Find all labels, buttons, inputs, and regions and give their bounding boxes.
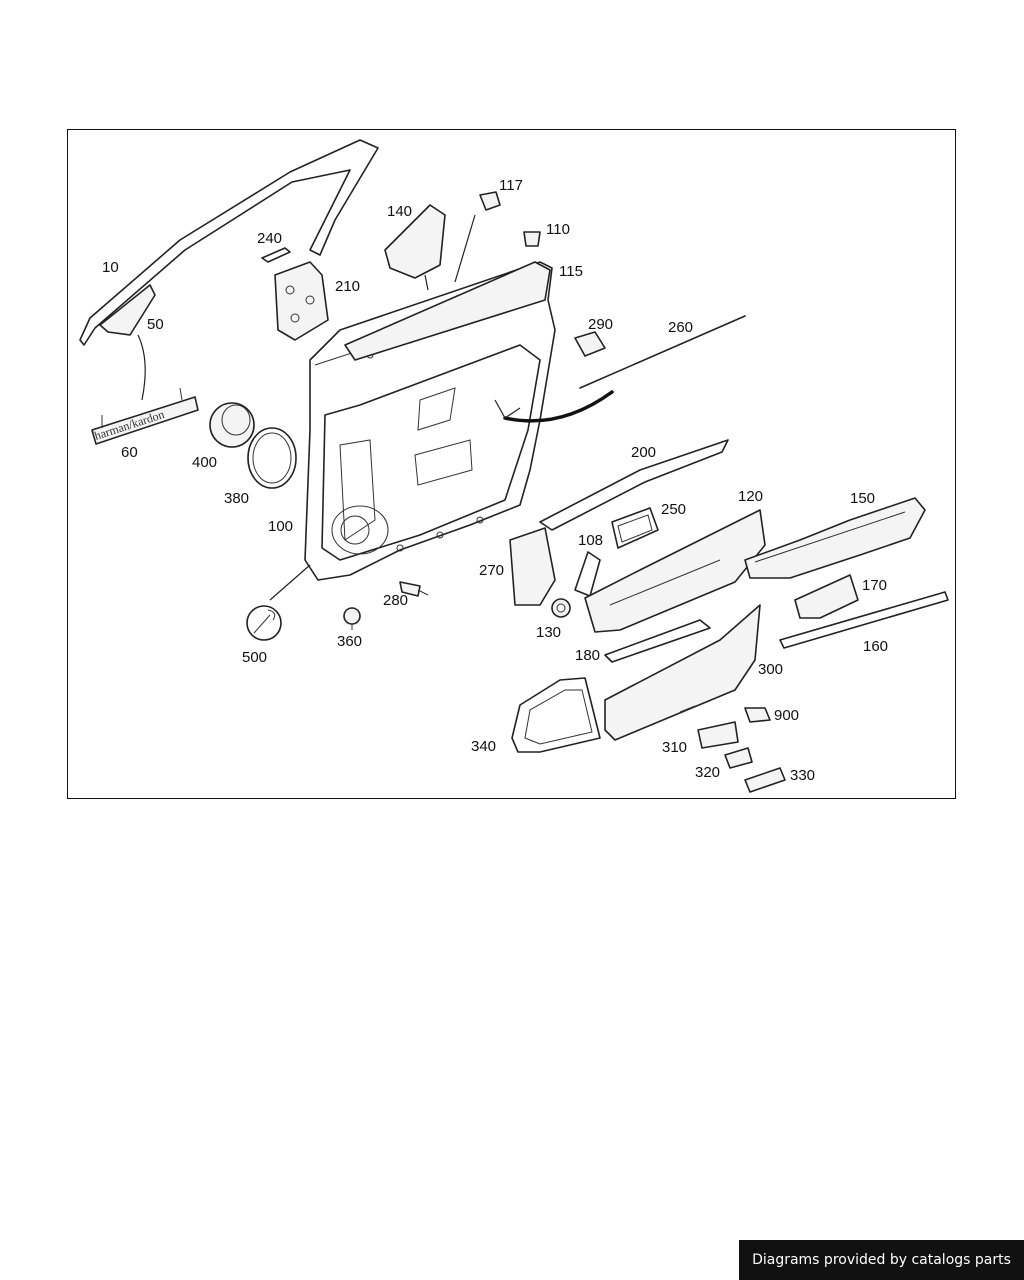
callout-170: 170 xyxy=(862,577,887,594)
callout-250: 250 xyxy=(661,501,686,518)
callout-270: 270 xyxy=(479,562,504,579)
credit-badge[interactable]: Diagrams provided by catalogs parts xyxy=(739,1240,1024,1280)
part-108-bezel xyxy=(574,551,601,597)
part-150-armrest xyxy=(744,497,926,579)
callout-290: 290 xyxy=(588,316,613,333)
part-180-lower-trim xyxy=(604,619,711,663)
callout-100: 100 xyxy=(268,518,293,535)
part-340-pocket-trim xyxy=(511,677,601,753)
callout-200: 200 xyxy=(631,444,656,461)
part-330-lens xyxy=(744,767,786,793)
callout-120: 120 xyxy=(738,488,763,505)
part-290-switch xyxy=(574,331,606,357)
callout-900: 900 xyxy=(774,707,799,724)
callout-210: 210 xyxy=(335,278,360,295)
callout-320: 320 xyxy=(695,764,720,781)
callout-50: 50 xyxy=(147,316,164,333)
callout-10: 10 xyxy=(102,259,119,276)
part-117-fastener xyxy=(454,191,501,283)
part-200-trim-strip xyxy=(539,439,729,531)
part-60-harman-badge: harman/kardon xyxy=(91,387,199,445)
part-110-plug xyxy=(523,231,541,247)
callout-130: 130 xyxy=(536,624,561,641)
callout-330: 330 xyxy=(790,767,815,784)
part-270-pad xyxy=(509,527,556,606)
callout-110: 110 xyxy=(546,221,570,238)
part-50-corner-trim xyxy=(99,284,156,401)
callout-300: 300 xyxy=(758,661,783,678)
part-210-handle-bracket xyxy=(274,261,329,341)
part-120-armrest-carrier xyxy=(584,509,766,633)
callout-140: 140 xyxy=(387,203,412,220)
part-280-screw xyxy=(399,581,429,597)
callout-380: 380 xyxy=(224,490,249,507)
callout-240: 240 xyxy=(257,230,282,247)
part-250-handle-surround xyxy=(611,507,659,549)
part-360-clip xyxy=(343,607,361,630)
part-240-clip xyxy=(261,247,291,263)
callout-260: 260 xyxy=(668,319,693,336)
callout-108: 108 xyxy=(578,532,603,549)
part-115-top-trim xyxy=(344,261,551,361)
part-900-connector xyxy=(744,707,771,723)
part-160-trim-strip xyxy=(779,591,949,649)
callout-180: 180 xyxy=(575,647,600,664)
part-10-window-trim xyxy=(79,139,379,346)
callout-115: 115 xyxy=(559,263,583,280)
callout-160: 160 xyxy=(863,638,888,655)
part-320-bulb xyxy=(724,747,753,769)
callout-340: 340 xyxy=(471,738,496,755)
part-260-cable xyxy=(494,315,746,423)
callout-150: 150 xyxy=(850,490,875,507)
part-310-lamp-housing xyxy=(697,721,739,749)
callout-117: 117 xyxy=(499,177,523,194)
callout-400: 400 xyxy=(192,454,217,471)
callout-360: 360 xyxy=(337,633,362,650)
part-170-bracket xyxy=(794,574,859,619)
diagram-frame xyxy=(67,129,956,799)
callout-500: 500 xyxy=(242,649,267,666)
callout-60: 60 xyxy=(121,444,138,461)
part-300-map-pocket xyxy=(604,604,761,741)
callout-280: 280 xyxy=(383,592,408,609)
part-500-service-symbol xyxy=(246,605,282,641)
callout-310: 310 xyxy=(662,739,687,756)
callout-labels: 10 50 60 400 380 100 500 240 210 140 117… xyxy=(102,177,888,784)
part-130-grommet xyxy=(551,598,571,618)
part-140-pad xyxy=(384,204,446,291)
part-380-speaker-gasket xyxy=(247,427,297,489)
part-400-speaker-ring xyxy=(209,402,255,448)
